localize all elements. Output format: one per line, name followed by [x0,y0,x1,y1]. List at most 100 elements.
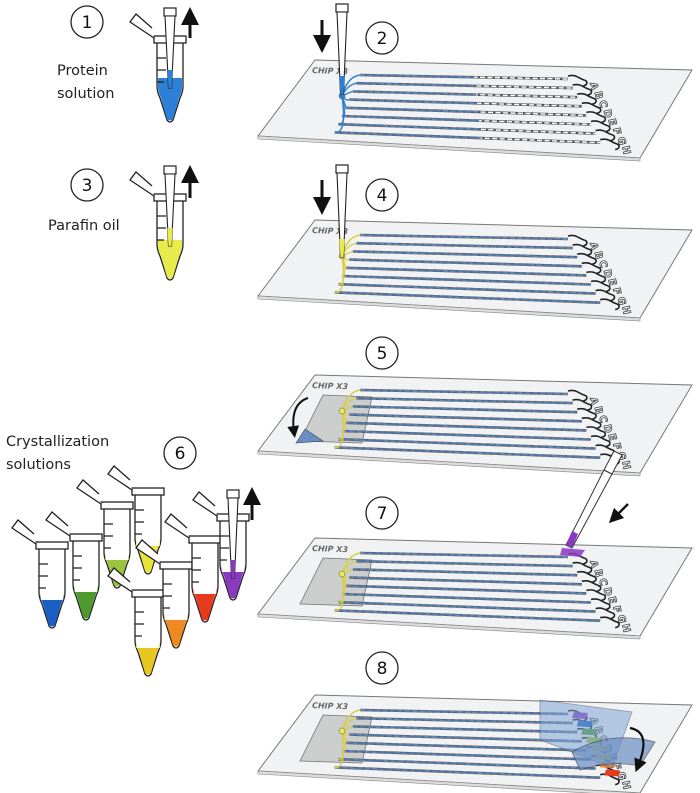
step-circle [365,496,399,530]
chip-name: CHIP X3 [312,226,349,236]
graduation-marks [163,583,172,609]
step-1-marker: 1 [70,5,104,39]
tube-liquid [158,78,182,121]
chip-edge [257,770,641,793]
inlet-line [334,410,345,449]
pipette-collar [226,489,240,499]
channel-reservoir [595,289,616,302]
pipette-step-3 [163,165,177,247]
sealing-film-step-8 [539,699,656,777]
inlet-port [338,727,346,735]
channel-reservoir [581,262,602,275]
step-number: 3 [82,176,93,196]
crystallization-tube [11,519,69,629]
pipette-step-7 [560,450,629,557]
channel-protein [341,275,592,286]
channel-protein [349,98,478,104]
channel-reservoir [590,280,611,293]
channel-protein [345,742,587,752]
channel-reservoir [590,120,611,133]
channel-reservoir [572,561,593,574]
tube-cap [107,465,133,491]
oil-label: Parafin oil [48,218,120,234]
graduation-marks [157,215,166,241]
step-circle [70,168,104,202]
inlet-port [338,570,346,578]
step-number: 7 [377,504,388,524]
step-2-marker: 2 [365,21,399,55]
channel-protein [352,405,578,413]
lane-letter: G [615,771,627,781]
channel-protein [334,291,601,304]
chip-name: CHIP X3 [312,381,349,391]
inlet-line [334,573,345,612]
lane-letter: G [615,136,627,146]
pipette-step-4 [335,164,349,258]
channel-reservoir [577,252,597,265]
lane-letter: D [601,424,613,434]
lane-letter: H [619,780,632,790]
channel-reservoir [572,243,593,256]
lane-letter: C [596,578,608,587]
channel-protein [334,766,601,779]
step-8-marker: 8 [365,651,399,685]
lane-letter: E [605,118,617,127]
channel-reservoir [586,271,607,284]
peel-arrow [287,397,309,438]
channel-protein [352,250,578,258]
lane-letter: G [615,296,627,306]
pipette-collar [603,450,623,475]
chip-edge [257,450,641,477]
down-arrow [608,503,629,524]
graduation-marks [220,535,229,561]
channel-reservoir [595,129,616,142]
channel-reservoir [600,298,620,311]
channel-reservoir [577,570,597,583]
inlet-port [338,407,346,415]
step-circle [365,178,399,212]
protein-label-line2: solution [57,86,115,102]
graduation-marks [157,57,166,83]
chip-name: CHIP X3 [312,66,349,76]
channel-reservoir [595,607,616,620]
pipette-collar [335,3,349,13]
channel-protein [334,446,601,459]
tube-cap [76,479,102,505]
graduation-marks [135,611,144,637]
lane-letter: F [610,127,622,136]
step-7-marker: 7 [365,496,399,530]
channel-protein [334,609,601,622]
tube-liquid [193,586,217,621]
step-number: 6 [175,444,186,464]
tube-cap [129,171,155,197]
tube-liquid [40,592,64,627]
graduation-marks [135,509,144,535]
tube-liquid [164,612,188,647]
channel-protein [352,90,477,96]
channel-protein [345,107,479,113]
lane-letter: F [610,287,622,296]
pipette-liquid [339,239,345,257]
lane-letter: D [601,269,613,279]
chip-edge [257,295,641,322]
pipette-liquid [339,76,345,94]
crystallization-tube [135,539,193,649]
tube-rim [131,487,165,496]
crystallization-label-line1: Crystallization [6,434,110,450]
channel-wells [334,131,601,144]
channel-reservoir [567,74,588,87]
channel-protein [345,585,587,595]
reservoir-color [604,769,621,777]
crystallization-label-line2: solutions [6,457,71,473]
graduation-marks [73,555,82,581]
channel-reservoir [586,426,607,439]
channel-reservoir [600,138,620,151]
tube-rim [131,589,165,598]
lane-letter: H [619,460,632,470]
channel-reservoir [572,398,593,411]
channel-protein [341,115,479,122]
crystallization-tube [107,567,165,677]
